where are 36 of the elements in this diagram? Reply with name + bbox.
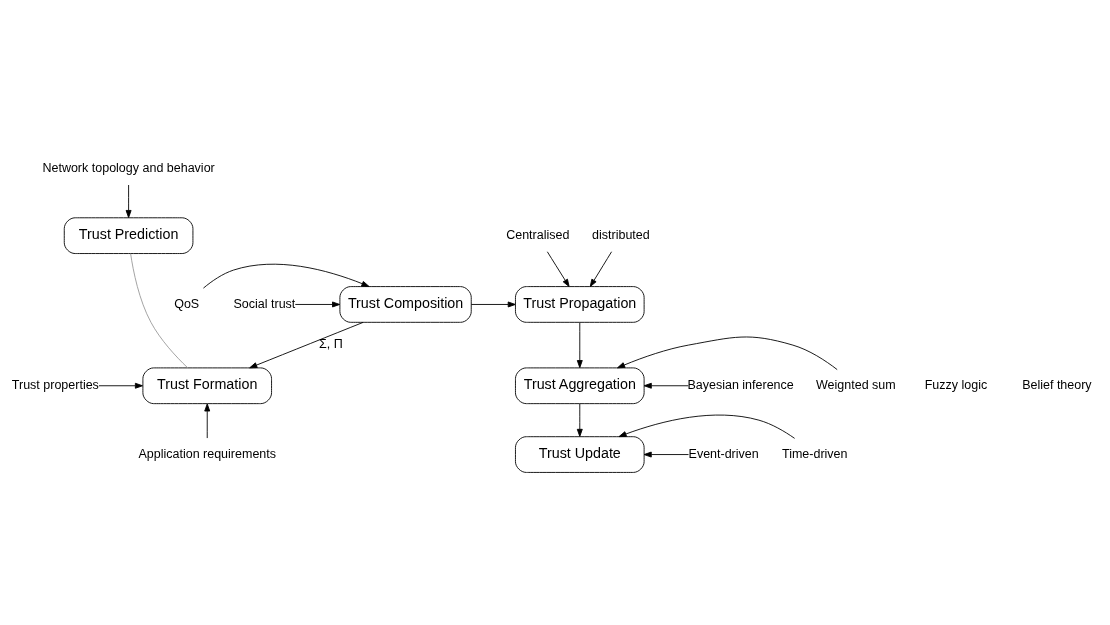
arrow (589, 251, 612, 287)
node-text: Application requirements (138, 446, 277, 461)
arrow (204, 403, 211, 439)
edge-label: Σ, Π (319, 337, 343, 352)
node-box: Trust Aggregation (515, 367, 645, 405)
arrow (249, 321, 364, 369)
arrow (617, 336, 838, 371)
node-text: Bayesian inference (687, 378, 794, 393)
arrow (125, 184, 132, 219)
arrow (643, 382, 689, 389)
node-text: distributed (592, 227, 650, 242)
arrow (203, 263, 370, 289)
node-text: QoS (174, 296, 200, 311)
node-box: Trust Formation (142, 367, 272, 405)
arrow (618, 414, 796, 439)
arrow (98, 382, 143, 389)
node-text: Time-driven (782, 446, 848, 461)
node-text: Social trust (233, 296, 296, 311)
arrow (576, 403, 583, 437)
arrow (470, 301, 516, 308)
node-box: Trust Composition (339, 286, 472, 323)
arrow (576, 322, 583, 369)
node-box: Trust Update (515, 436, 645, 473)
node-text: Event-driven (688, 446, 759, 461)
label: Fuzzy logic (924, 378, 988, 393)
label: Belief theory (1022, 378, 1092, 393)
arrow (643, 451, 689, 458)
node-text: Centralised (506, 227, 570, 242)
arrow (294, 301, 341, 308)
connector (130, 253, 189, 369)
node-box: Trust Propagation (515, 286, 645, 323)
arrow (546, 251, 570, 287)
node-text: Weignted sum (816, 378, 896, 393)
node-text: Trust properties (11, 378, 99, 393)
node-text: Network topology and behavior (42, 160, 215, 175)
node-box: Trust Prediction (63, 217, 194, 254)
